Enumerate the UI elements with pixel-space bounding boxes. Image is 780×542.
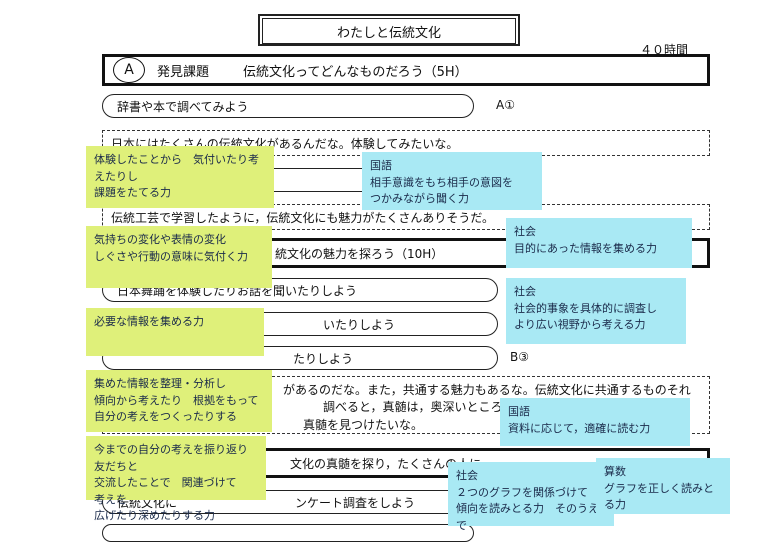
sticky-note-yellow: 今までの自分の考えを振り返り 友だちと 交流したことで 関連づけて 考えを 広げ… bbox=[86, 436, 266, 522]
sticky-note-cyan: 社会 社会的事象を具体的に調査し より広い視野から考える力 bbox=[506, 278, 686, 344]
ref-a1: A① bbox=[496, 98, 515, 112]
ref-b3: B③ bbox=[510, 350, 529, 364]
document-title-box: わたしと伝統文化 bbox=[258, 14, 520, 46]
reflection-line: があるのだな。また，共通する魅力もあるな。伝統文化に共通するものそれ bbox=[283, 383, 691, 397]
section-label: 発見課題 bbox=[157, 64, 210, 80]
task-5-text: ンケート調査をしよう bbox=[295, 495, 416, 510]
document-title: わたしと伝統文化 bbox=[262, 18, 516, 44]
reflection-line: 真髄を見つけたいな。 bbox=[303, 417, 424, 432]
sticky-note-yellow: 集めた情報を整理・分析し 傾向から考えたり 根拠をもって 自分の考えをつくったり… bbox=[86, 370, 272, 432]
sticky-note-yellow: 必要な情報を集める力 bbox=[86, 308, 264, 356]
sticky-note-cyan: 国語 資料に応じて，適確に読む力 bbox=[500, 398, 690, 446]
sticky-note-cyan: 国語 相手意識をもち相手の意図を つかみながら聞く力 bbox=[362, 152, 542, 210]
sticky-note-cyan: 社会 目的にあった情報を集める力 bbox=[506, 218, 692, 268]
total-hours: ４０時間 bbox=[640, 43, 689, 57]
sticky-note-yellow: 気持ちの変化や表情の変化 しぐさや行動の意味に気付く力 bbox=[86, 226, 272, 288]
sticky-note-cyan: 社会 ２つのグラフを関係づけて 傾向を読みとる力 そのうえで bbox=[448, 462, 614, 532]
sticky-note-yellow: 体験したことから 気付いたり考えたりし 課題をたてる力 bbox=[86, 146, 274, 208]
reflection-box-3: があるのだな。また，共通する魅力もあるな。伝統文化に共通するものそれ 調べると，… bbox=[102, 376, 710, 434]
section-theme: 伝統文化ってどんなものだろう（5H） bbox=[243, 64, 468, 80]
section-letter-badge: A bbox=[113, 57, 145, 83]
reflection-line: 調べると，真髄は，奥深いところにある bbox=[323, 400, 539, 415]
section-a-header: A 発見課題 伝統文化ってどんなものだろう（5H） bbox=[102, 54, 710, 86]
task-pill-6 bbox=[102, 524, 474, 542]
section-b-theme: 統文化の魅力を探ろう（10H） bbox=[275, 246, 444, 261]
task-pill-4: たりしよう bbox=[102, 346, 498, 370]
sticky-note-cyan: 算数 グラフを正しく読みとる力 bbox=[596, 458, 730, 514]
section-c-theme: 文化の真髄を探り，たくさんの人に bbox=[290, 456, 482, 471]
task-pill-1: 辞書や本で調べてみよう bbox=[102, 94, 474, 118]
